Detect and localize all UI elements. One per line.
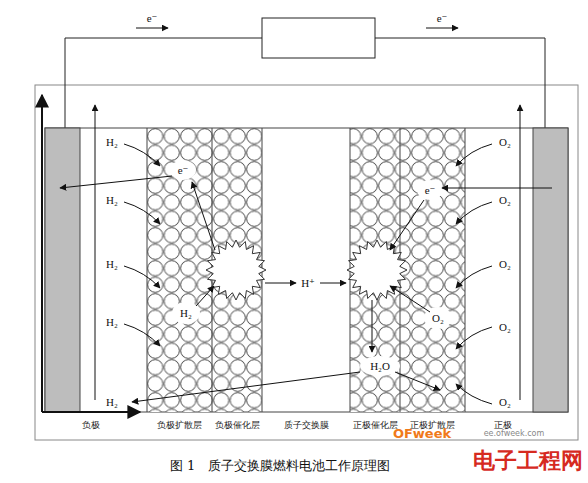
layer-label: 负极	[35, 419, 147, 432]
species-label: O₂	[498, 396, 512, 409]
species-label: H₂	[105, 194, 119, 207]
layer-label: 正极催化层	[350, 419, 400, 432]
species-label: H₂O	[369, 360, 391, 373]
layer-label: 负极催化层	[212, 419, 262, 432]
species-label: e⁻	[146, 12, 159, 25]
species-label: O₂	[498, 321, 512, 334]
species-label: e⁻	[177, 164, 190, 177]
species-label: H₂	[105, 258, 119, 271]
layer-band: 负极扩散层	[147, 414, 212, 434]
figure-caption: 图 1 质子交换膜燃料电池工作原理图	[170, 457, 390, 475]
watermark: OFweek	[392, 426, 452, 441]
layer-band: 正极催化层	[350, 414, 400, 434]
species-label: O₂	[498, 258, 512, 271]
layer-label: 负极扩散层	[147, 419, 212, 432]
species-label: O₂	[498, 194, 512, 207]
watermark: ee.ofweek.com	[483, 429, 546, 439]
species-label: e⁻	[424, 184, 437, 197]
species-label: H₂	[105, 136, 119, 149]
watermark: 电子工程网	[472, 449, 584, 473]
layer-band: 负极催化层	[212, 414, 262, 434]
species-label: H₂	[105, 396, 119, 409]
species-label: H₂	[105, 316, 119, 329]
species-label: O₂	[498, 136, 512, 149]
species-label: H₂	[179, 307, 193, 320]
layer-band: 质子交换膜	[262, 414, 350, 434]
species-label: O₂	[431, 312, 445, 325]
species-label: H⁺	[300, 277, 316, 290]
layer-label: 质子交换膜	[262, 419, 350, 432]
species-label: e⁻	[436, 12, 449, 25]
layer-band: 负极	[35, 414, 147, 434]
